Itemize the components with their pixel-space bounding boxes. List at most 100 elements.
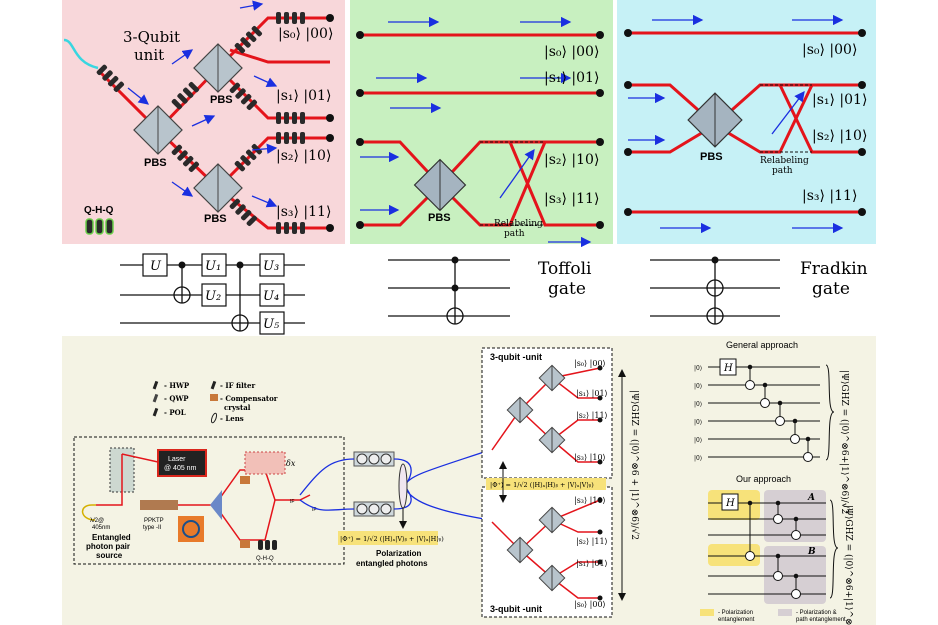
panel-c-dots <box>624 29 866 216</box>
panel-c-pbs-label: PBS <box>700 151 723 163</box>
delta-x-label: δx <box>286 459 296 468</box>
fiber-bundle <box>398 463 408 509</box>
panel-b-output-3: |s₃⟩ |11⟩ <box>544 191 599 207</box>
spdc-ring-image <box>178 516 204 542</box>
legend-hwp: - HWP <box>164 381 190 390</box>
panel-b-pbs-cube <box>413 158 467 212</box>
toffoli-label-line1: Toffoli <box>538 259 592 279</box>
unit-title-line1: 3-Qubit <box>123 28 180 46</box>
ours-circuit: H A B |Ψ⟩GHZ = (|0⟩^⊗6+|1⟩^⊗6)/√2 <box>708 490 854 625</box>
spdc-ring <box>182 520 200 538</box>
general-ket-1: |0⟩ <box>694 383 702 390</box>
component-legend: - HWP - IF filter - QWP - Compensator cr… <box>152 380 278 424</box>
general-ket-0: |0⟩ <box>694 365 702 372</box>
general-ket-3: |0⟩ <box>694 419 702 426</box>
general-ket-2: |0⟩ <box>694 401 702 408</box>
top-output-1: |s₁⟩ |01⟩ <box>576 389 608 398</box>
legend-qwp: - QWP <box>164 394 189 403</box>
ppktp-line1: PPKTP <box>144 518 164 524</box>
general-circuit: H |0⟩ |0⟩ |0⟩ |0⟩ |0⟩ |0⟩ |Ψ⟩GHZ = (|0⟩^… <box>694 358 850 514</box>
laser-line2: @ 405 nm <box>164 465 197 472</box>
circuit-a: U U₁ U₂ U₃ U₄ U₅ <box>120 253 305 335</box>
phi-plus-lower-bg <box>338 531 438 545</box>
polarization-line1: Polarization <box>376 549 421 558</box>
unit-output-dots <box>597 365 603 601</box>
experimental-setup-panel: - HWP - IF filter - QWP - Compensator cr… <box>62 336 876 625</box>
pbs-cubes <box>133 43 243 213</box>
panel-c-output-1: |s₁⟩ |01⟩ <box>812 92 867 108</box>
unit-bottom-title: 3-qubit -unit <box>490 604 542 614</box>
source-line1: Entangled <box>92 533 131 542</box>
panel-c-output-0: |s₀⟩ |00⟩ <box>802 42 857 58</box>
ours-ghz: |Ψ⟩GHZ = (|0⟩^⊗6+|1⟩^⊗6)/√2 <box>843 505 854 625</box>
gate-u4: U₄ <box>263 289 279 304</box>
unit-top-title: 3-qubit -unit <box>490 352 542 362</box>
panel-b-relabel-line1: Relabeling <box>494 219 543 229</box>
panel-c-output-3: |s₃⟩ |11⟩ <box>802 188 857 204</box>
bottom-output-1: |s₂⟩ |11⟩ <box>576 537 608 546</box>
fredkin-label-line2: gate <box>812 279 850 299</box>
gate-u2: U₂ <box>205 289 221 304</box>
qhq-setup <box>258 540 277 550</box>
bottom-output-0: |s₃⟩ |10⟩ <box>574 496 606 505</box>
input-fiber <box>63 38 99 70</box>
panel-b-output-0: |s₀⟩ |00⟩ <box>544 44 599 60</box>
panel-b-relabel-line2: path <box>504 229 525 239</box>
halfwave-line2: 405nm <box>92 525 110 531</box>
source-box <box>73 436 345 565</box>
gate-u: U <box>150 259 162 274</box>
panel-a-background <box>62 0 345 244</box>
legend-gray-line2: path entanglement <box>796 617 846 623</box>
pump-fiber <box>81 504 96 521</box>
panel-b-background <box>350 0 613 244</box>
panel-c-direction-arrows <box>628 14 844 234</box>
qhq-legend-icon <box>85 218 114 235</box>
compensator-2 <box>240 540 250 548</box>
unit-pbs-cubes <box>506 364 566 592</box>
panel-b: PBS |s₀⟩ |00⟩ |s₁⟩ |01⟩ |s₂⟩ |10⟩ |s₃⟩ |… <box>350 0 613 248</box>
legend-lens: - Lens <box>220 414 244 423</box>
panel-a-output-2: |s₂⟩ |10⟩ <box>276 148 331 164</box>
legend-gray-swatch <box>778 609 792 616</box>
panel-c-background <box>617 0 876 244</box>
qhq-setup-label: Q-H-Q <box>256 556 274 562</box>
laser-box <box>157 449 207 477</box>
panel-a-direction-arrows <box>127 0 278 208</box>
panel-b-direction-arrows <box>360 16 592 248</box>
panel-a-output-dots <box>326 14 334 232</box>
legend-yellow-line2: entanglement <box>718 617 755 623</box>
waveplate-stacks <box>96 12 305 234</box>
bottom-output-3: |s₀⟩ |00⟩ <box>574 600 606 609</box>
panel-c-pbs-cube <box>687 92 743 148</box>
gate-u1: U₁ <box>205 259 221 274</box>
qhq-legend-label: Q-H-Q <box>84 205 114 216</box>
unit-title-line2: unit <box>134 46 164 64</box>
pbs-label-1: PBS <box>144 157 167 169</box>
ours-h-gate: H <box>725 498 735 509</box>
legend-crystal: crystal <box>224 403 251 412</box>
panel-b-dots <box>356 31 604 229</box>
panel-b-pbs-label: PBS <box>428 212 451 224</box>
panel-a-output-3: |s₃⟩ |11⟩ <box>276 204 331 220</box>
gate-u3: U₃ <box>263 259 279 274</box>
panel-c-relabel-line1: Relabeling <box>760 156 809 166</box>
panel-a: 3-Qubit unit <box>62 0 345 244</box>
legend-if-filter: - IF filter <box>220 381 255 390</box>
prism <box>210 490 222 520</box>
toffoli-label-line2: gate <box>548 279 586 299</box>
general-ket-5: |0⟩ <box>694 455 702 462</box>
general-title: General approach <box>726 340 798 350</box>
ours-block-b-label: B <box>807 547 816 557</box>
legend-yellow-line1: - Polarization <box>718 610 753 616</box>
phi-plus-upper-bg <box>486 478 606 490</box>
if-filter-label-1: IF <box>290 499 294 505</box>
panel-b-output-1: |s₁⟩ |01⟩ <box>544 70 599 86</box>
panel-c-output-2: |s₂⟩ |10⟩ <box>812 128 867 144</box>
general-ghz: |Ψ⟩GHZ = (|0⟩^⊗6+|1⟩^⊗6)/√2 <box>839 370 850 514</box>
general-ket-4: |0⟩ <box>694 437 702 444</box>
if-filter-label-2: IF <box>312 507 316 513</box>
ppktp-crystal <box>140 500 178 510</box>
bottom-output-2: |s₁⟩ |01⟩ <box>576 559 608 568</box>
source-line2: photon pair <box>86 542 130 551</box>
